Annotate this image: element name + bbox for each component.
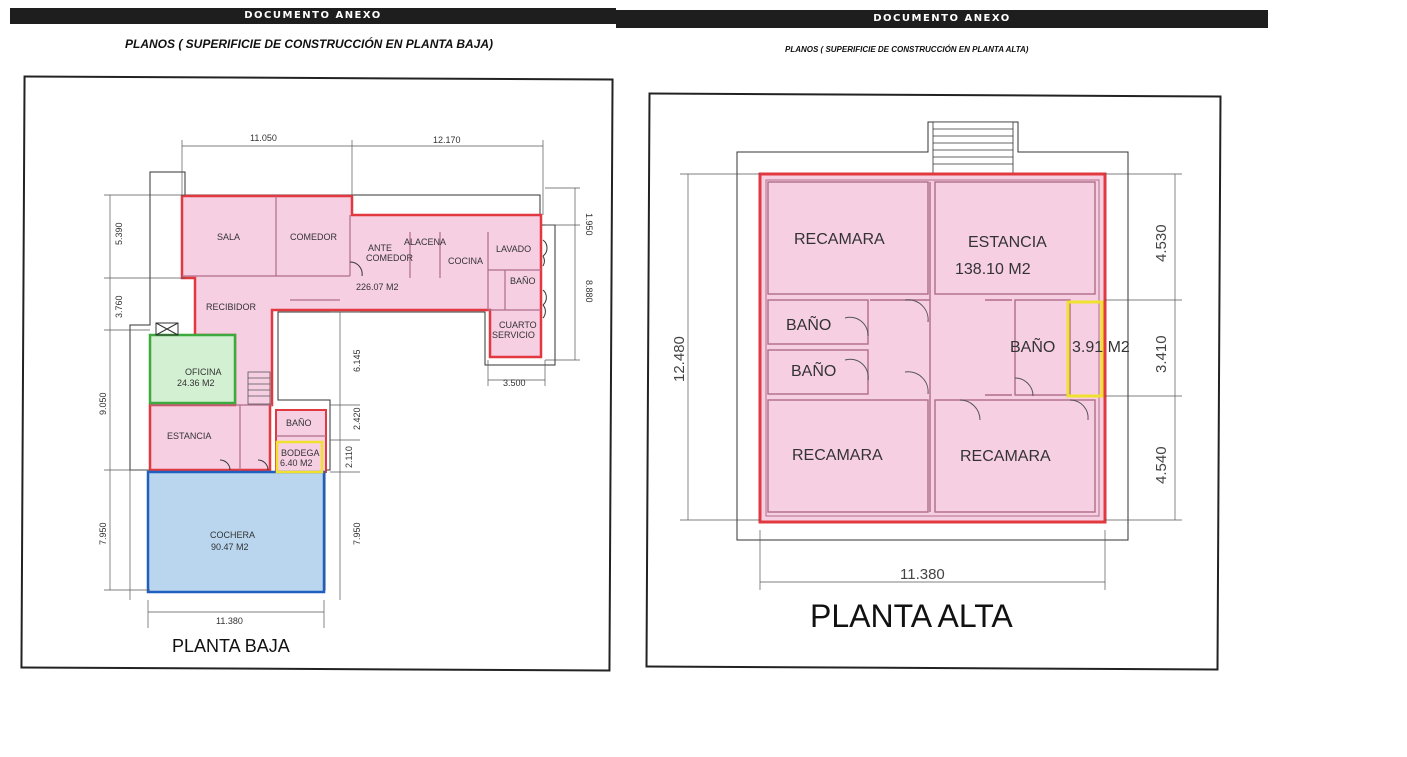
baja-dim-right-1: 1.950 bbox=[584, 213, 594, 236]
alta-room-recamara-2: RECAMARA bbox=[792, 447, 883, 464]
baja-dim-bottom: 11.380 bbox=[216, 616, 243, 626]
alta-dim-right-3: 4.540 bbox=[1153, 446, 1170, 484]
alta-bano-highlight bbox=[1066, 300, 1104, 398]
document-banner-left: DOCUMENTO ANEXO bbox=[10, 8, 616, 24]
alta-room-bano-3: BAÑO bbox=[1010, 336, 1055, 356]
alta-room-bano-2: BAÑO bbox=[791, 360, 836, 380]
baja-room-bano-1: BAÑO bbox=[510, 276, 536, 286]
baja-room-ante: ANTE bbox=[368, 243, 392, 253]
baja-area-oficina: 24.36 M2 bbox=[177, 378, 215, 388]
baja-room-estancia: ESTANCIA bbox=[167, 431, 211, 441]
alta-area-bano-3: 3.91 M2 bbox=[1072, 339, 1130, 356]
baja-dim-mid-4: 7.950 bbox=[352, 522, 362, 545]
baja-dim-left-2: 3.760 bbox=[114, 295, 124, 318]
baja-dim-right-2: 8.880 bbox=[584, 280, 594, 303]
baja-dim-bottom-r: 3.500 bbox=[503, 378, 526, 388]
baja-room-servicio: SERVICIO bbox=[492, 330, 535, 340]
baja-room-cochera: COCHERA bbox=[210, 530, 255, 540]
alta-area-main: 138.10 M2 bbox=[955, 261, 1031, 278]
baja-room-recibidor: RECIBIDOR bbox=[206, 302, 257, 312]
baja-room-ante-comedor: COMEDOR bbox=[366, 253, 414, 263]
alta-dim-bottom: 11.380 bbox=[900, 566, 945, 583]
baja-bodega-highlight bbox=[275, 440, 324, 474]
baja-area-main: 226.07 M2 bbox=[356, 282, 399, 292]
baja-frame bbox=[20, 75, 614, 672]
baja-room-bodega: BODEGA bbox=[281, 448, 320, 458]
alta-room-bano-1: BAÑO bbox=[786, 314, 831, 334]
alta-dim-right-1: 4.530 bbox=[1153, 224, 1170, 262]
baja-room-cuarto: CUARTO bbox=[499, 320, 537, 330]
baja-cochera-area bbox=[146, 470, 326, 594]
alta-room-estancia: ESTANCIA bbox=[968, 234, 1047, 251]
baja-area-bodega: 6.40 M2 bbox=[280, 458, 313, 468]
alta-pink-area bbox=[758, 172, 1107, 524]
baja-dim-mid-2: 2.420 bbox=[352, 407, 362, 430]
alta-dim-right-2: 3.410 bbox=[1153, 335, 1170, 373]
baja-room-lavado: LAVADO bbox=[496, 244, 531, 254]
document-banner-right: DOCUMENTO ANEXO bbox=[616, 10, 1268, 28]
alta-title: PLANTA ALTA bbox=[810, 598, 1013, 634]
baja-room-comedor: COMEDOR bbox=[290, 232, 338, 242]
baja-area-cochera: 90.47 M2 bbox=[211, 542, 249, 552]
alta-dim-left: 12.480 bbox=[671, 336, 688, 382]
baja-dim-mid-3: 2.110 bbox=[344, 446, 354, 468]
subtitle-planta-alta: PLANOS ( SUPERIFICIE DE CONSTRUCCIÓN EN … bbox=[785, 45, 1029, 54]
alta-room-recamara-1: RECAMARA bbox=[794, 231, 885, 248]
subtitle-planta-baja: PLANOS ( SUPERIFICIE DE CONSTRUCCIÓN EN … bbox=[125, 37, 494, 51]
baja-oficina-area bbox=[148, 333, 237, 405]
baja-room-alacena: ALACENA bbox=[404, 237, 446, 247]
alta-room-recamara-3: RECAMARA bbox=[960, 448, 1051, 465]
alta-frame bbox=[645, 92, 1222, 671]
baja-dim-top-a: 11.050 bbox=[250, 133, 277, 143]
baja-dim-top-b: 12.170 bbox=[433, 135, 461, 145]
baja-dim-left-4: 7.950 bbox=[98, 522, 108, 545]
baja-dim-left-3: 9.050 bbox=[98, 392, 108, 415]
baja-title: PLANTA BAJA bbox=[172, 636, 290, 656]
baja-room-sala: SALA bbox=[217, 232, 240, 242]
baja-dim-mid-1: 6.145 bbox=[352, 349, 362, 372]
baja-room-oficina: OFICINA bbox=[185, 367, 222, 377]
baja-dim-left-1: 5.390 bbox=[114, 222, 124, 245]
baja-room-cocina: COCINA bbox=[448, 256, 483, 266]
baja-room-bano-2: BAÑO bbox=[286, 418, 312, 428]
